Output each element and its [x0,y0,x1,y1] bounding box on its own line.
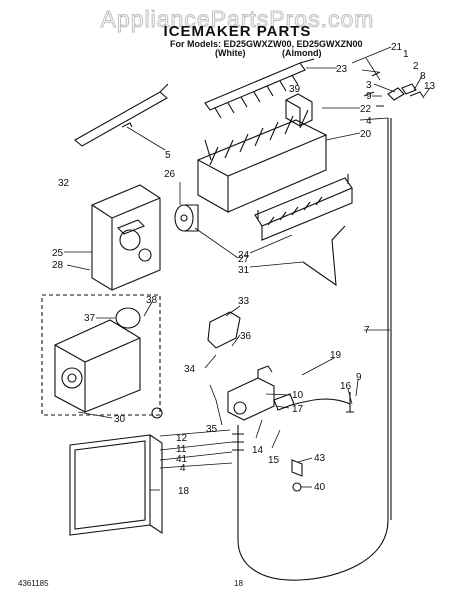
callout-1: 1 [403,49,409,60]
callout-22: 22 [360,104,372,115]
callout-4: 4 [366,116,372,127]
callout-17: 17 [292,404,304,415]
control-module [54,319,141,413]
feeler-arm [302,225,346,287]
callout-23: 23 [336,64,348,75]
cover-part [285,93,313,127]
mounting-bracket [207,311,241,349]
callout-13: 13 [424,81,436,92]
shutoff-arm [74,83,169,147]
icemaker-mold [196,109,328,213]
callout-30: 30 [114,414,126,425]
callout-18: 18 [178,486,190,497]
callout-20: 20 [360,129,372,140]
ejector-blade [204,58,315,119]
diagram-title: ICEMAKER PARTS [163,23,312,40]
callout-28: 28 [52,260,64,271]
callout-27: 27 [238,254,250,265]
callout-43: 43 [314,453,326,464]
callout-41: 41 [176,454,188,465]
callout-14: 14 [252,445,264,456]
doc-number: 4361185 [18,579,49,588]
callout-16: 16 [340,381,352,392]
filter-housing [69,434,163,536]
callout-12: 12 [176,433,188,444]
drive-motor [174,204,199,232]
callout-38: 38 [146,295,158,306]
callout-4b: 4 [180,463,186,474]
callout-7: 7 [364,325,370,336]
callout-25: 25 [52,248,64,259]
callout-5: 5 [165,150,171,161]
variant-almond: (Almond) [282,48,322,58]
callout-2: 2 [413,61,419,72]
callout-32: 32 [58,178,70,189]
variant-white: (White) [215,48,246,58]
page-number: 18 [234,579,243,588]
callout-11: 11 [176,444,187,455]
callout-21: 21 [391,42,403,53]
control-housing [91,184,161,291]
callout-labels: 21 1 23 2 8 13 3 9 39 22 4 20 5 32 26 25… [52,42,436,497]
dashed-assembly-box [41,294,161,416]
thermostat [115,307,141,329]
callout-39: 39 [289,84,301,95]
callout-9: 9 [366,91,372,102]
callout-37: 37 [84,313,96,324]
inlet-tube [291,398,351,406]
water-valve [227,365,295,421]
stripper-shelf [254,174,353,241]
model-numbers: For Models: ED25GWXZW00, ED25GWXZN00 [170,39,363,49]
callout-35: 35 [206,424,218,435]
callout-36: 36 [240,331,252,342]
watermark: AppliancePartsPros.com [100,6,375,33]
fill-tube [237,118,389,581]
callout-31: 31 [238,265,250,276]
callout-8: 8 [420,71,426,82]
callout-10: 10 [292,390,304,401]
callout-24-visible: 24 [238,250,250,261]
callout-33: 33 [238,296,250,307]
callout-9b: 9 [356,372,362,383]
callout-15: 15 [268,455,280,466]
callout-40: 40 [314,482,326,493]
inlet-fitting [387,83,417,101]
callout-3: 3 [366,80,372,91]
callout-26: 26 [164,169,176,180]
callout-19: 19 [330,350,342,361]
callout-34: 34 [184,364,196,375]
